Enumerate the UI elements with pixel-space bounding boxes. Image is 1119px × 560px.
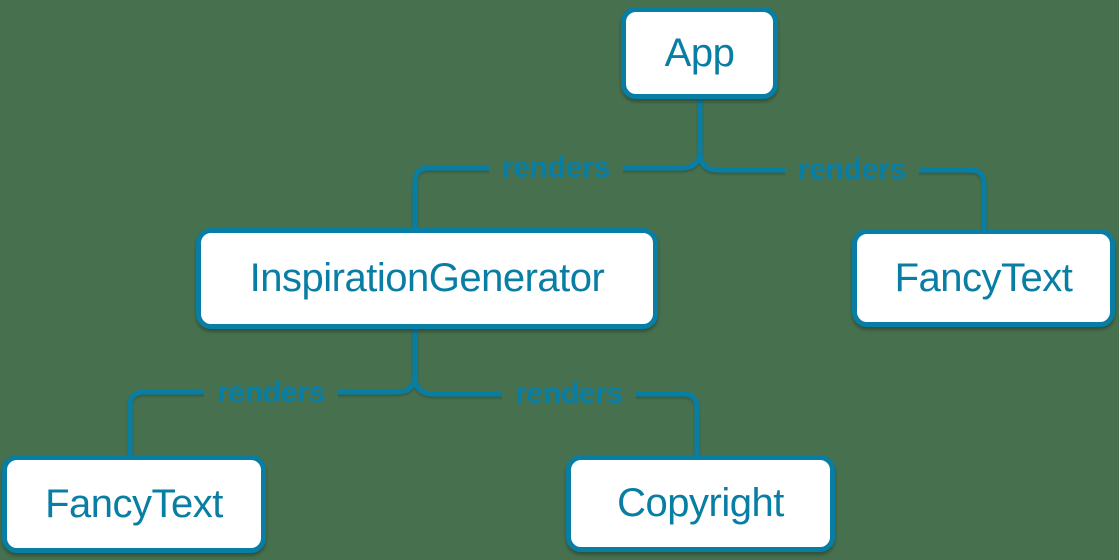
edge-label-app-fancytext: renders — [785, 151, 919, 189]
edge-label-inspirationgenerator-fancytext: renders — [204, 374, 338, 412]
edge-label-inspirationgenerator-copyright: renders — [502, 375, 636, 413]
node-copyright: Copyright — [566, 455, 835, 552]
edge-label-app-inspirationgenerator: renders — [489, 149, 623, 187]
node-app: App — [621, 7, 778, 99]
node-fancy-text-bottom: FancyText — [2, 455, 266, 553]
node-inspiration-generator: InspirationGenerator — [196, 228, 658, 329]
node-fancy-text-top: FancyText — [852, 229, 1115, 327]
